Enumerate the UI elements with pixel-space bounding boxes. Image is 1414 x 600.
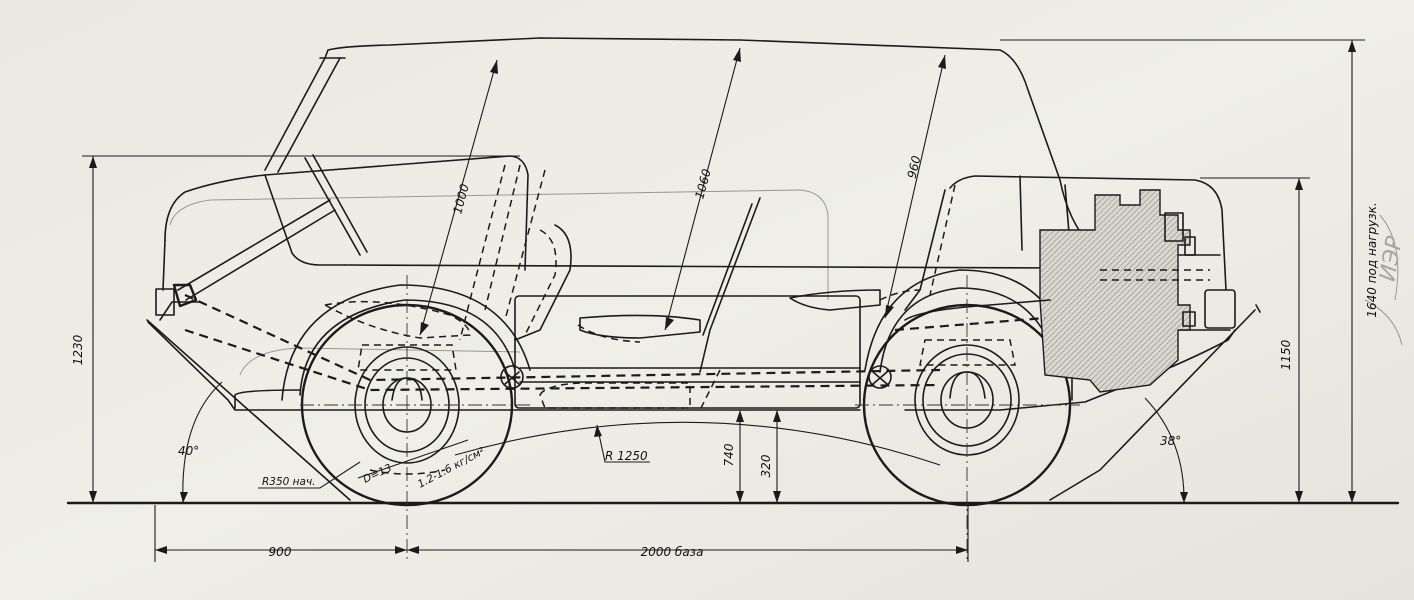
rear-engine bbox=[894, 189, 1210, 393]
rear-seat bbox=[789, 184, 956, 311]
ramp-radius-label: R 1250 bbox=[605, 449, 648, 463]
approach-angle-label: 40° bbox=[178, 444, 199, 458]
overhang-900-label: 900 bbox=[269, 545, 292, 559]
front-seat bbox=[322, 164, 572, 341]
dimension-lines bbox=[82, 39, 1365, 562]
ramp-radius-arc bbox=[454, 421, 941, 466]
wheel-radius-label: R350 нач. bbox=[262, 476, 316, 488]
wheelbase-2000-label: 2000 база bbox=[641, 545, 704, 559]
height-1230-label: 1230 bbox=[71, 334, 85, 365]
chassis-frame bbox=[184, 294, 941, 411]
departure-angle-label: 38° bbox=[1160, 434, 1181, 448]
steering-assembly bbox=[172, 154, 368, 308]
approach-departure-lines bbox=[146, 304, 1261, 501]
middle-seat bbox=[577, 197, 761, 373]
height-1150-label: 1150 bbox=[1279, 339, 1293, 370]
headroom-960-label: 960 bbox=[905, 154, 924, 180]
clearance-320-label: 320 bbox=[759, 454, 773, 477]
axle-centre-lines bbox=[300, 275, 1080, 560]
height-1640-label: 1640 под нагрузк. bbox=[1365, 202, 1379, 317]
soft-top-canopy bbox=[264, 37, 1091, 246]
floor-740-label: 740 bbox=[722, 443, 736, 466]
